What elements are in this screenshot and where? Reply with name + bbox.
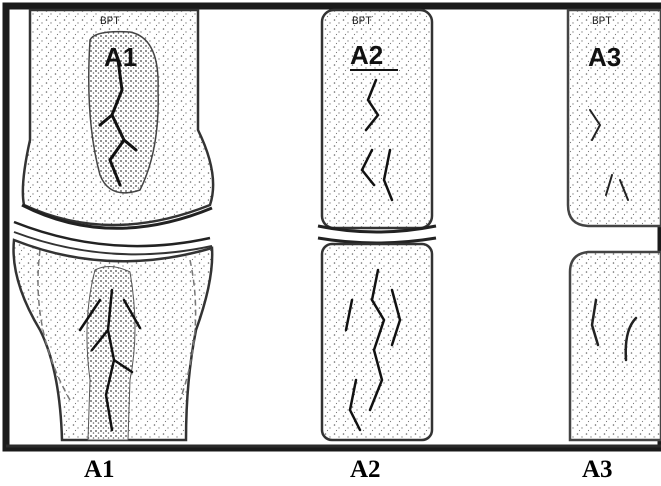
a2-inner-label: A2 bbox=[350, 40, 383, 70]
panel-a2: BPT A2 bbox=[318, 10, 436, 440]
a3-lower-bone bbox=[570, 252, 661, 440]
a3-inner-label: A3 bbox=[588, 42, 621, 72]
caption-a3: A3 bbox=[582, 456, 613, 484]
a2-stamp: BPT bbox=[352, 16, 372, 28]
caption-a1: A1 bbox=[84, 456, 115, 484]
caption-a2: A2 bbox=[350, 456, 381, 484]
a1-stamp: BPT bbox=[100, 16, 120, 28]
panel-a3: BPT A3 bbox=[568, 10, 661, 440]
a1-inner-label: A1 bbox=[104, 42, 137, 72]
a3-stamp: BPT bbox=[592, 16, 612, 28]
